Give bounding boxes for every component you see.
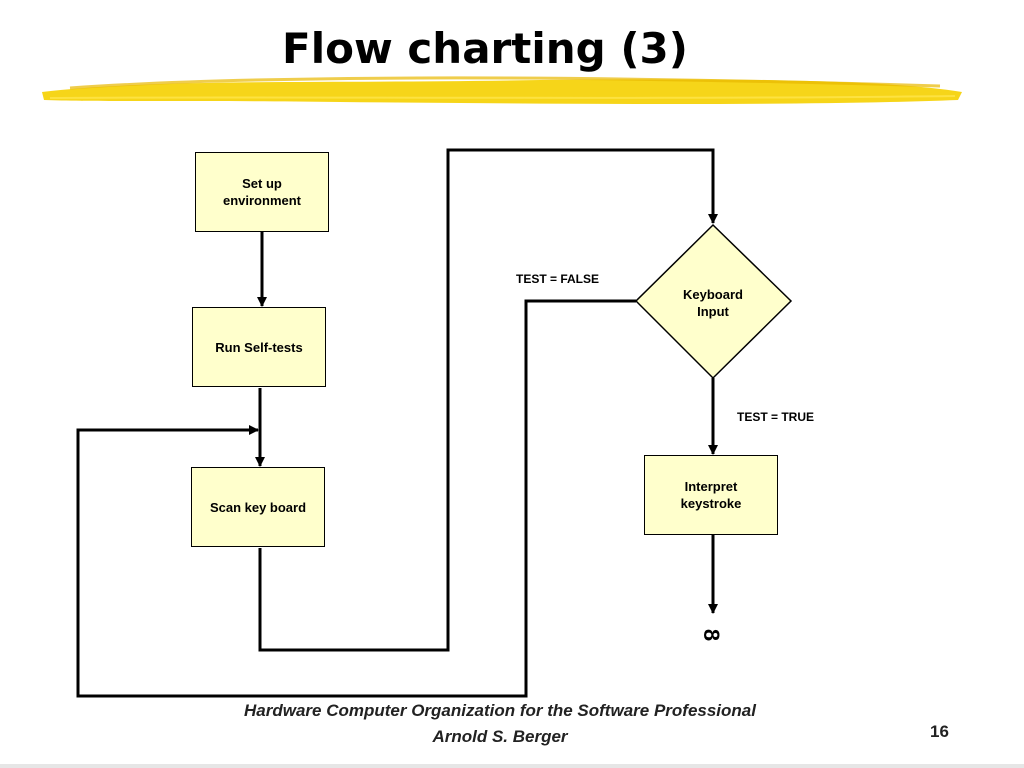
footer-credit: Hardware Computer Organization for the S… (150, 698, 850, 750)
slide-title: Flow charting (3) (282, 24, 688, 73)
bottom-divider (0, 764, 1024, 768)
interpret-keystroke-box: Interpret keystroke (644, 455, 778, 535)
test-true-label: TEST = TRUE (737, 410, 815, 424)
keyboard-input-decision (634, 223, 793, 380)
page-number: 16 (930, 722, 949, 741)
arrow-scan-to-keyboard (258, 148, 718, 652)
infinite-loop-symbol: 8 (699, 628, 725, 642)
test-false-label: TEST = FALSE (516, 272, 600, 286)
setup-environment-box: Set up environment (195, 152, 329, 232)
keyboard-input-label: Keyboard Input (683, 287, 743, 319)
scan-keyboard-box: Scan key board (191, 467, 325, 547)
arrow-false-loop-back (76, 299, 636, 698)
footer-author: Arnold S. Berger (432, 727, 568, 746)
title-highlight-stroke (42, 76, 962, 104)
run-self-tests-box: Run Self-tests (192, 307, 326, 387)
footer-book-title: Hardware Computer Organization for the S… (244, 701, 756, 720)
